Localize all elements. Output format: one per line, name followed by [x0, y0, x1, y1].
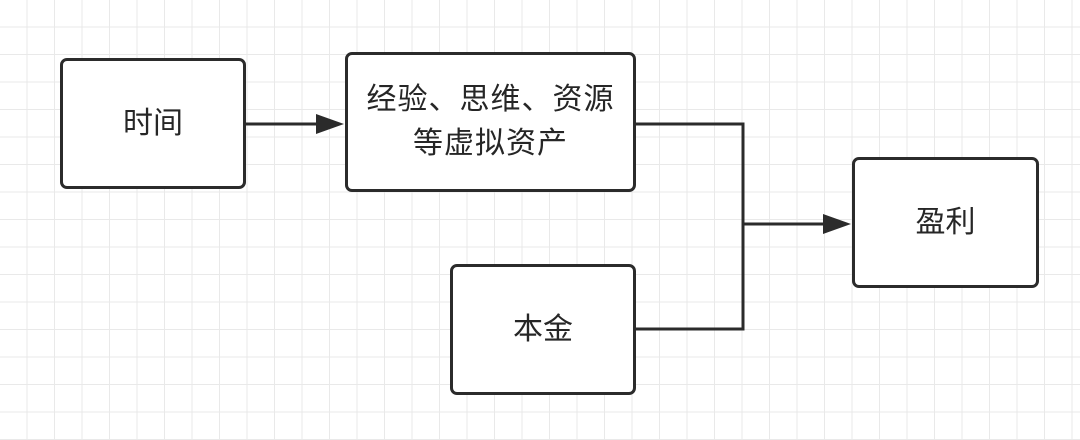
- node-virtual-assets-label: 经验、思维、资源等虚拟资产: [366, 82, 615, 161]
- connector-assets-to-merge: [636, 122, 745, 224]
- node-profit[interactable]: 盈利: [852, 157, 1039, 288]
- arrow-merge-to-profit: [743, 214, 851, 234]
- node-profit-label: 盈利: [915, 204, 976, 240]
- node-capital[interactable]: 本金: [450, 264, 636, 395]
- node-time-label: 时间: [123, 105, 183, 141]
- arrow-time-to-assets: [246, 114, 344, 134]
- node-virtual-assets[interactable]: 经验、思维、资源等虚拟资产: [345, 52, 636, 192]
- node-time[interactable]: 时间: [60, 58, 246, 189]
- connector-capital-to-merge: [636, 224, 745, 331]
- node-capital-label: 本金: [513, 311, 573, 347]
